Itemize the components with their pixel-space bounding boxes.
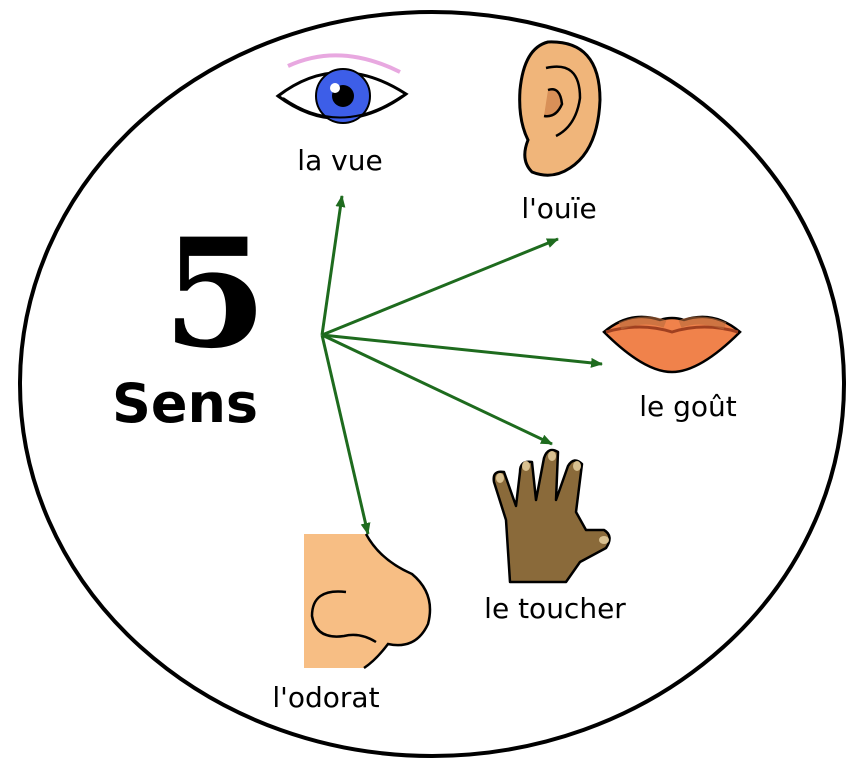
title-number: 5: [163, 206, 267, 382]
arrow-to-odorat: [320, 334, 371, 535]
outer-circle: [18, 10, 846, 758]
label-gout: le goût: [639, 390, 737, 423]
arrow-to-vue: [320, 195, 346, 336]
eye-icon: [275, 53, 409, 124]
lips-icon: [602, 315, 742, 374]
title-word: Sens: [112, 372, 258, 435]
arrow-to-ouie: [321, 237, 559, 337]
arrows: [320, 195, 603, 535]
nose-icon: [304, 533, 432, 670]
hand-icon: [492, 448, 611, 584]
ear-icon: [518, 40, 602, 177]
label-odorat: l'odorat: [272, 681, 379, 714]
label-toucher: le toucher: [484, 592, 626, 625]
arrow-to-toucher: [321, 333, 553, 446]
arrow-to-gout: [321, 333, 603, 368]
label-ouie: l'ouïe: [521, 192, 596, 225]
label-vue: la vue: [297, 144, 382, 177]
